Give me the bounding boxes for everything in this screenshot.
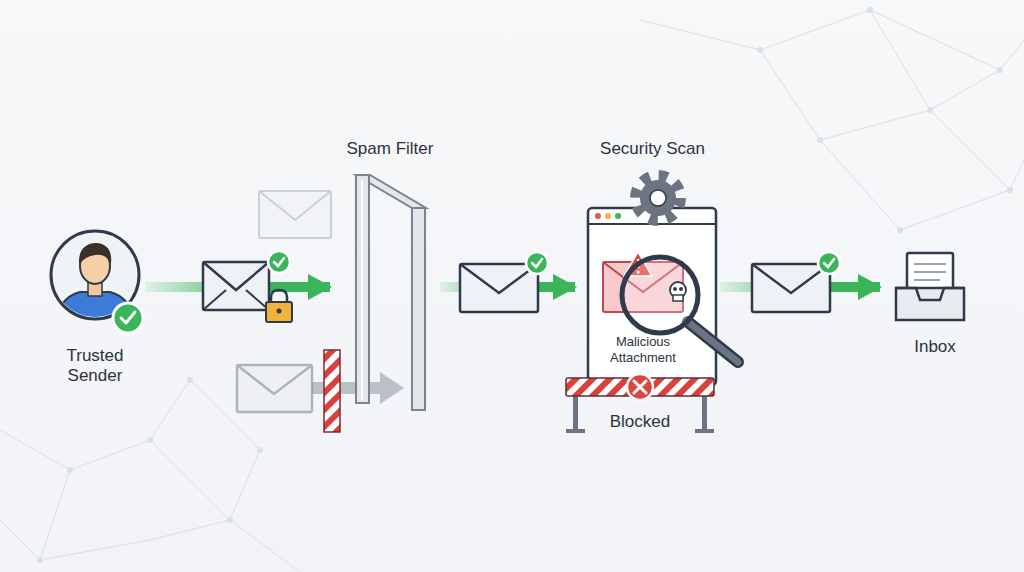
gear-icon-part <box>650 190 666 206</box>
locked-envelope-part <box>203 262 269 290</box>
network-background-part <box>40 470 230 560</box>
skull-icon-part <box>673 287 677 291</box>
network-background-part-part <box>817 137 823 143</box>
faded-envelope-part <box>259 191 331 220</box>
node-label: Trusted Sender <box>45 346 145 387</box>
network-background-part <box>0 430 300 572</box>
faded-envelope-part <box>259 191 331 238</box>
spam-gate-part <box>412 208 425 410</box>
magnifier-icon-part <box>688 322 738 362</box>
node-label: Blocked <box>565 412 715 432</box>
inbox-node: Inbox <box>890 245 980 365</box>
spam-gate <box>356 175 426 410</box>
clean-envelope-part <box>752 264 830 312</box>
passed-envelope-part <box>526 252 548 274</box>
network-background-part-part <box>757 47 763 53</box>
rejected-arrow-part <box>312 382 382 394</box>
clean-envelope-part <box>824 259 834 267</box>
sender-avatar <box>51 231 143 333</box>
network-background-part-part <box>1007 187 1013 193</box>
network-background-part <box>870 10 1024 190</box>
network-background-part <box>820 140 1010 230</box>
gear-icon-part <box>636 176 680 220</box>
scan-window <box>588 208 716 385</box>
network-background-part-part <box>187 377 193 383</box>
skull-icon-part <box>679 287 683 291</box>
blocked-barrier <box>566 374 714 433</box>
gear-icon <box>636 176 680 220</box>
network-background-part-part <box>67 467 73 473</box>
network-background-part <box>760 50 1000 140</box>
network-background-part-part <box>867 7 873 13</box>
spam-filter-node: Spam Filter <box>340 135 440 415</box>
blocked-barrier-part <box>566 429 585 433</box>
network-background-part-part <box>147 437 153 443</box>
network-background-part <box>640 10 1024 70</box>
skull-icon <box>670 282 686 301</box>
rejected-arrow-part <box>380 372 404 404</box>
small-barrier-part <box>324 350 340 432</box>
faded-envelope <box>259 191 331 238</box>
sender-avatar-part-part <box>79 243 111 264</box>
magnifier-icon-part <box>622 257 698 333</box>
network-background-part-part <box>897 227 903 233</box>
inbox-tray-part <box>914 279 940 281</box>
locked-envelope-part <box>277 309 282 314</box>
spam-gate-part <box>356 175 369 403</box>
passed-envelope <box>460 252 548 312</box>
network-background-part-part <box>227 517 233 523</box>
locked-envelope-part <box>203 262 269 310</box>
sender-avatar-part <box>113 303 143 333</box>
gear-icon-part <box>640 180 676 216</box>
scan-window-part <box>595 213 601 219</box>
blocked-barrier-part <box>634 381 646 393</box>
locked-envelope-part <box>274 258 284 266</box>
scan-window-part <box>615 213 621 219</box>
network-background-part-part <box>37 557 43 563</box>
rejected-envelope-part <box>237 365 312 412</box>
node-label: Inbox <box>890 337 980 357</box>
blocked-node: Blocked <box>565 372 715 435</box>
node-label: Security Scan <box>575 139 730 159</box>
inbox-tray-part <box>896 288 964 300</box>
blocked-barrier-part <box>695 429 714 433</box>
inbox-tray-part <box>896 288 964 320</box>
rejected-envelope <box>237 365 312 412</box>
network-background-part <box>37 7 1013 563</box>
node-label: Spam Filter <box>330 139 450 159</box>
spam-gate-part <box>361 180 363 400</box>
network-background-part-part <box>257 447 263 453</box>
blocked-barrier-part <box>627 374 653 400</box>
locked-envelope-part <box>268 251 290 273</box>
inbox-tray-part <box>914 271 946 273</box>
sender-avatar-part <box>121 312 135 323</box>
magnifier-icon-part <box>688 322 738 362</box>
clean-envelope <box>752 252 840 312</box>
skull-icon-part <box>673 295 683 301</box>
network-background-part-part <box>927 107 933 113</box>
passed-envelope-part <box>460 264 538 312</box>
network-background-part-part <box>997 67 1003 73</box>
locked-envelope <box>203 251 292 322</box>
locked-envelope-part <box>266 302 292 322</box>
rejected-envelope-part <box>237 365 312 394</box>
node-sublabel: Malicious Attachment <box>593 334 693 365</box>
security-scan-node: Security ScanMalicious Attachment <box>585 135 720 385</box>
network-background-part <box>0 520 40 560</box>
inbox-tray <box>896 253 964 320</box>
passed-envelope-part <box>532 259 542 267</box>
clean-envelope-part <box>818 252 840 274</box>
sender-node: Trusted Sender <box>45 228 145 388</box>
locked-envelope-part <box>203 290 269 310</box>
small-barrier <box>324 350 340 432</box>
scan-window-part <box>588 208 716 385</box>
scan-window-part <box>605 213 611 219</box>
inbox-tray-part <box>914 263 946 265</box>
network-background <box>0 7 1024 572</box>
